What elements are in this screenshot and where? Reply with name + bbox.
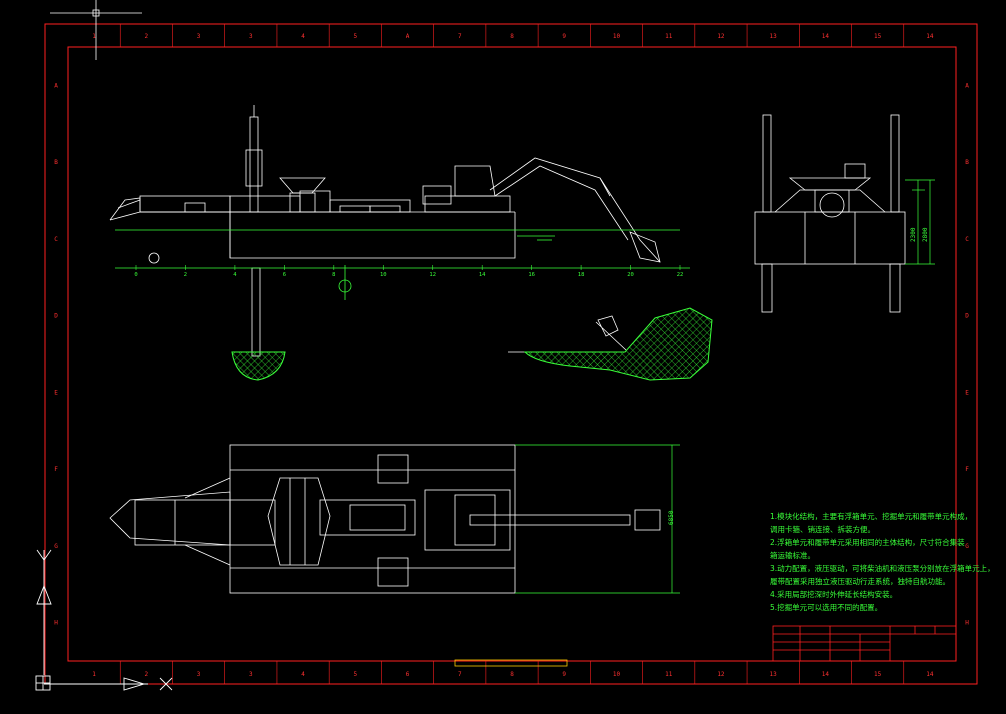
ruler-label: 4: [233, 272, 237, 278]
end-elevation-view: [754, 114, 906, 313]
border-top-number: 14: [926, 33, 934, 40]
border-bottom-number: 10: [613, 671, 621, 678]
ruler-label: 8: [332, 272, 335, 278]
border-right-letter: C: [965, 236, 969, 243]
border-top-number: 14: [822, 33, 830, 40]
plan-view: [109, 444, 661, 594]
border-top-number: 2: [145, 33, 149, 40]
border-bottom-number: 1: [92, 671, 96, 678]
border-top-number: A: [406, 33, 410, 40]
note-line: 3.动力配置，液压驱动，可将柴油机和液压泵分别放在浮箱单元上，: [770, 564, 995, 573]
border-zone-markers: 112233334455A677889910101111121213131414…: [54, 24, 969, 684]
border-bottom-number: 7: [458, 671, 462, 678]
hull-ruler-labels: 0 2 4 6 8 10 12 14 16 18 20 22: [134, 265, 683, 278]
ruler-label: 16: [528, 272, 535, 278]
border-right-letter: B: [965, 159, 969, 166]
border-bottom-number: 14: [822, 671, 830, 678]
note-line: 2.浮箱单元和履带单元采用相同的主体结构，尺寸符合集装: [770, 538, 965, 547]
ruler-label: 14: [479, 272, 486, 278]
border-top-number: 5: [353, 33, 357, 40]
border-bottom-number: 4: [301, 671, 305, 678]
border-bottom-number: 6: [406, 671, 410, 678]
note-line: 箱运输标准。: [770, 551, 815, 560]
border-top-number: 3: [249, 33, 253, 40]
border-right-letter: F: [965, 466, 969, 473]
border-bottom-number: 11: [665, 671, 673, 678]
border-top-number: 8: [510, 33, 514, 40]
border-top-number: 7: [458, 33, 462, 40]
ruler-label: 22: [677, 272, 684, 278]
border-left-letter: E: [54, 389, 58, 396]
cursor-crosshair: [50, 0, 142, 60]
ruler-label: 12: [429, 272, 436, 278]
border-top-number: 4: [301, 33, 305, 40]
ruler-label: 10: [380, 272, 387, 278]
border-right-letter: E: [965, 389, 969, 396]
border-left-letter: D: [54, 313, 58, 320]
hull-baseline: [115, 229, 690, 300]
border-left-letter: A: [54, 82, 58, 89]
end-dim-1: 2300: [910, 227, 917, 242]
border-top-number: 12: [717, 33, 725, 40]
border-bottom-number: 9: [562, 671, 566, 678]
border-left-letter: G: [54, 543, 58, 550]
ruler-label: 2: [184, 272, 187, 278]
border-right-letter: A: [965, 82, 969, 89]
border-top-number: 3: [197, 33, 201, 40]
plan-view-dimensions: [515, 444, 680, 594]
border-top-number: 11: [665, 33, 673, 40]
end-view-dimensions: [905, 179, 935, 265]
ruler-label: 6: [283, 272, 286, 278]
border-right-letter: G: [965, 543, 969, 550]
note-line: 调用卡箍、销连接、拆装方便。: [770, 525, 875, 534]
note-line: 1.模块化结构，主要有浮箱单元、挖掘单元和履带单元构成，: [770, 512, 973, 521]
technical-notes: 1.模块化结构，主要有浮箱单元、挖掘单元和履带单元构成， 调用卡箍、销连接、拆装…: [770, 510, 995, 614]
border-bottom-number: 5: [353, 671, 357, 678]
note-line: 5.挖掘单元可以选用不同的配置。: [770, 603, 883, 612]
title-block: [772, 625, 957, 662]
note-line: 4.采用局部挖深时外伸延长结构安装。: [770, 590, 898, 599]
note-line: 履带配置采用独立液压驱动行走系统，独特自航功能。: [770, 577, 950, 586]
border-top-number: 13: [770, 33, 778, 40]
border-right-letter: H: [965, 620, 969, 627]
border-top-number: 15: [874, 33, 882, 40]
border-bottom-number: 3: [249, 671, 253, 678]
border-left-letter: F: [54, 466, 58, 473]
border-bottom-number: 2: [145, 671, 149, 678]
plan-dim-width: 6850: [668, 510, 675, 525]
border-top-number: 10: [613, 33, 621, 40]
drawing-frame: [44, 23, 978, 685]
ucs-icon: [35, 549, 173, 691]
border-bottom-number: 14: [926, 671, 934, 678]
soil-hatch-right: [508, 307, 713, 381]
border-left-letter: B: [54, 159, 58, 166]
border-top-number: 9: [562, 33, 566, 40]
border-bottom-number: 3: [197, 671, 201, 678]
side-elevation-view: [109, 105, 661, 357]
border-bottom-number: 8: [510, 671, 514, 678]
border-bottom-number: 12: [717, 671, 725, 678]
border-bottom-number: 13: [770, 671, 778, 678]
border-left-letter: H: [54, 620, 58, 627]
end-dim-2: 2800: [922, 227, 929, 242]
ruler-label: 18: [578, 272, 585, 278]
border-bottom-number: 15: [874, 671, 882, 678]
scale-bar: [454, 659, 568, 667]
border-right-letter: D: [965, 313, 969, 320]
border-left-letter: C: [54, 236, 58, 243]
ruler-label: 0: [134, 272, 137, 278]
soil-hatch-left: [231, 351, 286, 381]
ruler-label: 20: [627, 272, 634, 278]
border-top-number: 1: [92, 33, 96, 40]
